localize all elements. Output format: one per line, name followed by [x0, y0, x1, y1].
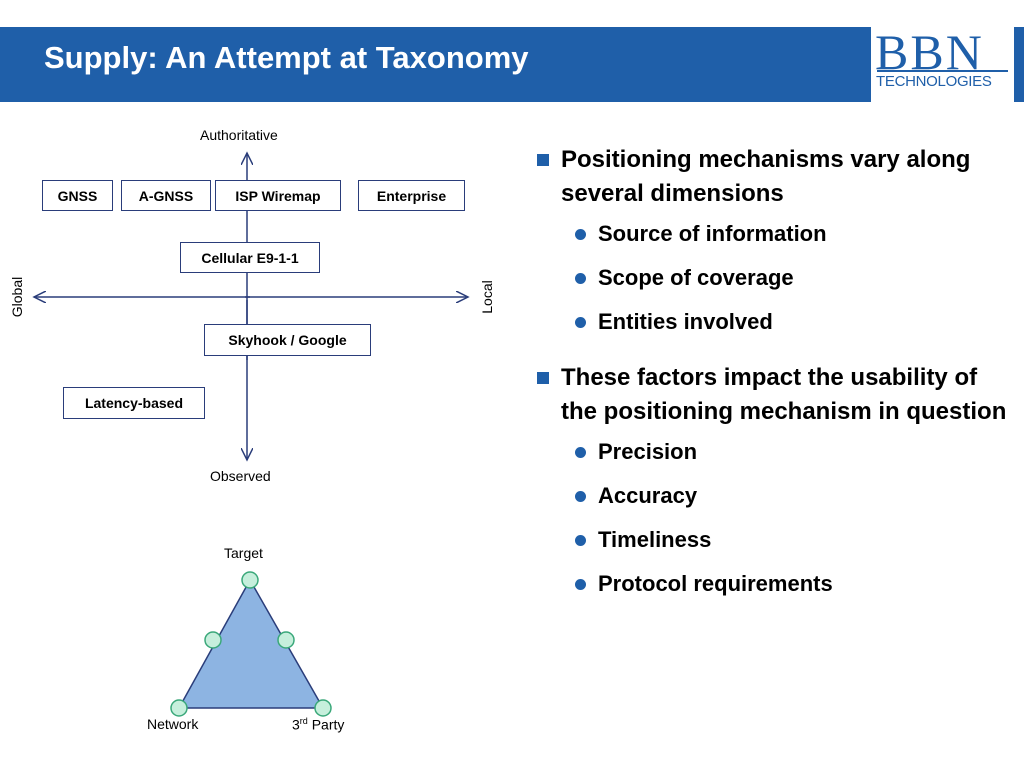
triangle-label-target: Target — [224, 545, 263, 561]
axis-top-label: Authoritative — [200, 127, 278, 143]
box-latency: Latency-based — [63, 387, 205, 419]
title-bar-edge — [1014, 27, 1024, 102]
sub-bullet: Entities involved — [535, 307, 1015, 337]
logo-divider — [877, 70, 1008, 72]
node-right-mid — [277, 631, 295, 649]
box-skyhook: Skyhook / Google — [204, 324, 371, 356]
triangle-shape — [177, 578, 325, 709]
bullet-2-text: These factors impact the usability of th… — [561, 364, 1007, 425]
box-enterprise: Enterprise — [358, 180, 465, 211]
node-network — [170, 699, 188, 717]
dot-bullet-icon — [575, 535, 586, 546]
box-gnss: GNSS — [42, 180, 113, 211]
dot-bullet-icon — [575, 273, 586, 284]
bullet-2: These factors impact the usability of th… — [535, 361, 1015, 429]
dot-bullet-icon — [575, 491, 586, 502]
sub-bullet: Protocol requirements — [535, 569, 1015, 599]
axis-bottom-label: Observed — [210, 468, 271, 484]
axis-right-label: Local — [479, 280, 495, 314]
sub-bullet: Accuracy — [535, 481, 1015, 511]
square-bullet-icon — [537, 154, 549, 166]
dot-bullet-icon — [575, 579, 586, 590]
node-left-mid — [204, 631, 222, 649]
logo — [871, 27, 1014, 102]
box-agnss: A-GNSS — [121, 180, 211, 211]
dot-bullet-icon — [575, 447, 586, 458]
box-isp-wiremap: ISP Wiremap — [215, 180, 341, 211]
slide-title: Supply: An Attempt at Taxonomy — [44, 40, 529, 75]
square-bullet-icon — [537, 372, 549, 384]
sub-bullet: Scope of coverage — [535, 263, 1015, 293]
triangle-label-third-party: 3rd Party — [292, 716, 345, 733]
dot-bullet-icon — [575, 317, 586, 328]
box-cellular: Cellular E9-1-1 — [180, 242, 320, 273]
sub-bullet: Timeliness — [535, 525, 1015, 555]
sub-bullet: Source of information — [535, 219, 1015, 249]
triangle-label-network: Network — [147, 716, 199, 732]
title-bar — [0, 27, 1024, 102]
bullet-1: Positioning mechanisms vary along severa… — [535, 143, 1015, 211]
node-third-party — [314, 699, 332, 717]
bullet-1-text: Positioning mechanisms vary along severa… — [561, 146, 971, 207]
bullet-list: Positioning mechanisms vary along severa… — [535, 143, 1015, 613]
node-target — [241, 571, 259, 589]
dot-bullet-icon — [575, 229, 586, 240]
sub-bullet: Precision — [535, 437, 1015, 467]
axis-left-label: Global — [9, 276, 25, 318]
logo-subtext: TECHNOLOGIES — [876, 73, 992, 90]
